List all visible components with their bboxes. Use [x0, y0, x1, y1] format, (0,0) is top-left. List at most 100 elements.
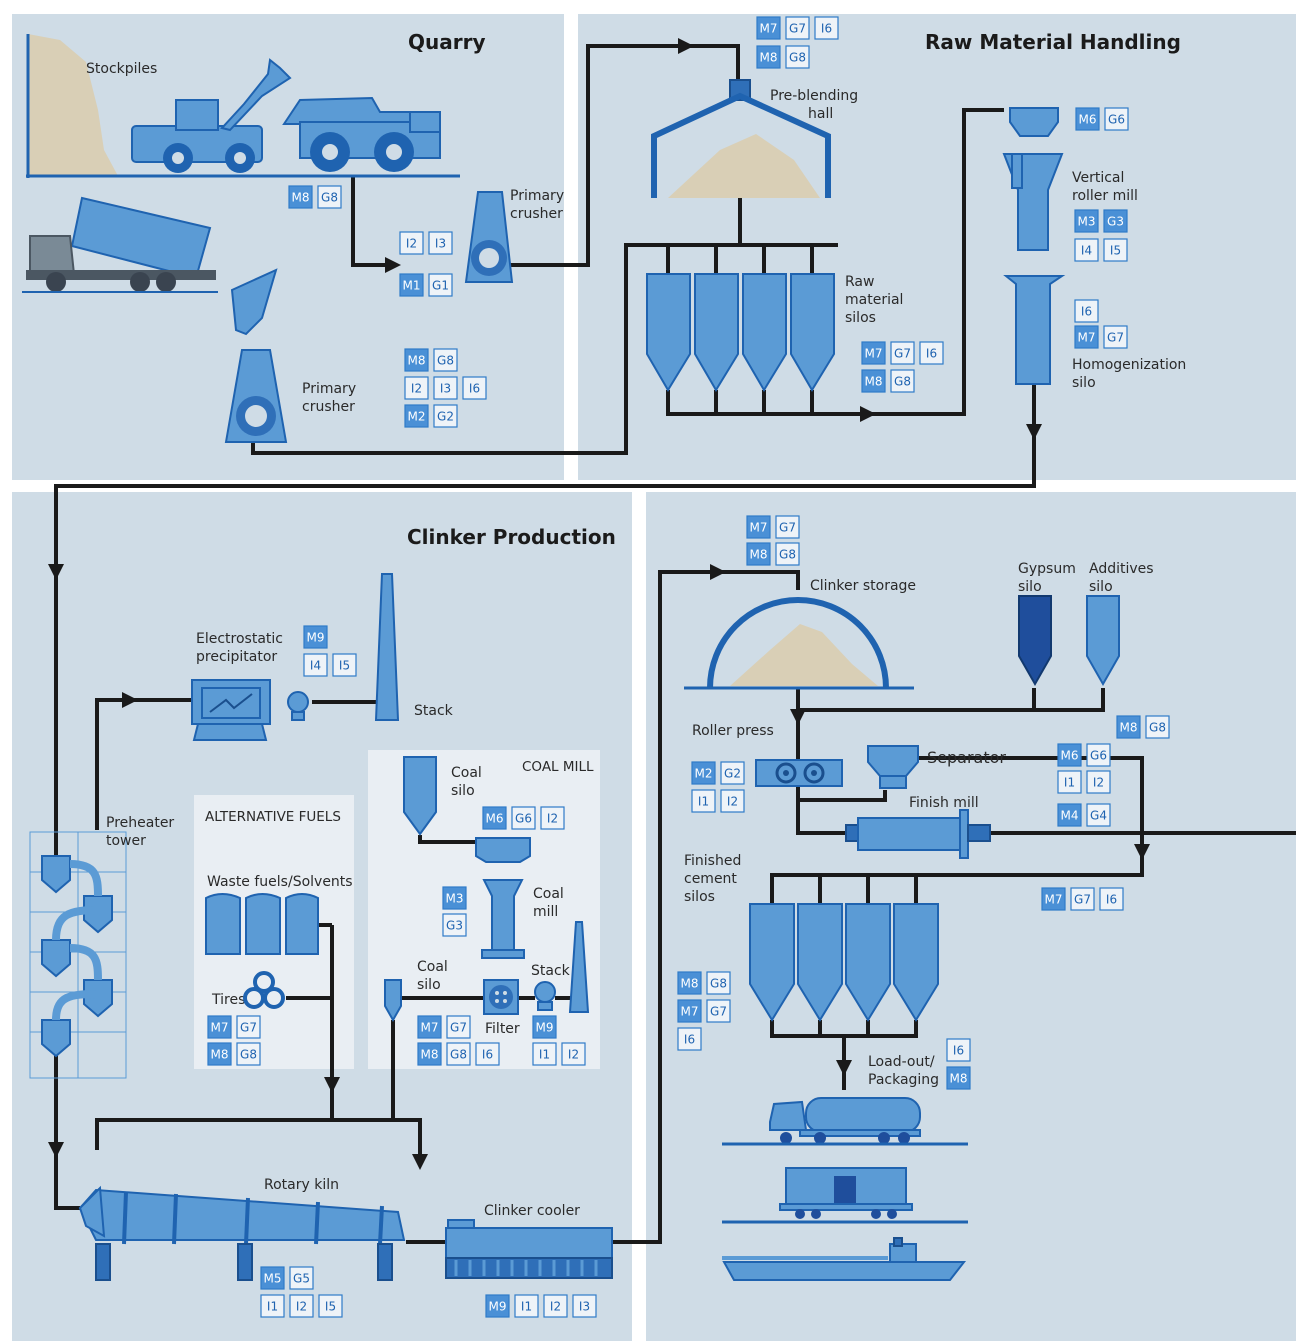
tag-label: M7 — [760, 22, 778, 36]
preheater-tower-label-line2: tower — [106, 833, 146, 849]
tag-i5: I5 — [318, 1294, 343, 1318]
tanker-truck-icon — [722, 1097, 968, 1146]
tag-label: I3 — [440, 382, 451, 396]
tag-m8: M8 — [756, 45, 781, 69]
gypsum-silo-icon — [1018, 595, 1052, 687]
tag-label: G8 — [240, 1048, 257, 1062]
tag-i2: I2 — [404, 376, 429, 400]
tag-label: G8 — [1149, 721, 1166, 735]
tag-label: I6 — [469, 382, 480, 396]
coal-silo-bottom-label-line1: Coal — [417, 959, 448, 975]
tag-g6: G6 — [1086, 743, 1111, 767]
tag-label: G6 — [515, 812, 532, 826]
tag-label: M8 — [950, 1072, 968, 1086]
tag-label: G3 — [1107, 215, 1124, 229]
tag-label: G7 — [779, 521, 796, 535]
tag-i2: I2 — [289, 1294, 314, 1318]
clinker-storage-label: Clinker storage — [810, 578, 916, 594]
tag-g3: G3 — [1103, 209, 1128, 233]
tag-label: M9 — [536, 1021, 554, 1035]
tag-g8: G8 — [890, 369, 915, 393]
coal-silo-top-icon — [403, 756, 437, 836]
tag-label: I4 — [1081, 244, 1092, 258]
tag-label: G2 — [724, 767, 741, 781]
primary-crusher-upper-icon — [464, 191, 514, 283]
tag-g7: G7 — [785, 16, 810, 40]
tag-i6: I6 — [814, 16, 839, 40]
stack-main-label: Stack — [414, 703, 454, 719]
electrostatic-precipitator-label-line1: Electrostatic — [196, 631, 283, 647]
tag-label: G7 — [789, 22, 806, 36]
vertical-roller-mill-label-line1: Vertical — [1072, 170, 1124, 186]
tag-g8: G8 — [446, 1042, 471, 1066]
tag-m7: M7 — [1074, 325, 1099, 349]
tag-i6: I6 — [475, 1042, 500, 1066]
tag-label: I1 — [539, 1048, 550, 1062]
rotary-kiln-icon — [78, 1185, 406, 1281]
tag-label: I6 — [926, 347, 937, 361]
tag-label: I1 — [267, 1300, 278, 1314]
tag-i2: I2 — [1086, 770, 1111, 794]
tag-m7: M7 — [417, 1015, 442, 1039]
tag-i4: I4 — [1074, 238, 1099, 262]
rotary-kiln-label: Rotary kiln — [264, 1177, 339, 1193]
tag-label: M8 — [681, 977, 699, 991]
tag-i2: I2 — [561, 1042, 586, 1066]
tag-m8: M8 — [207, 1042, 232, 1066]
stack-coal-label: Stack — [531, 963, 571, 979]
tag-label: I6 — [482, 1048, 493, 1062]
tag-label: I2 — [547, 812, 558, 826]
tag-m8: M8 — [288, 185, 313, 209]
tag-i1: I1 — [532, 1042, 557, 1066]
tag-m8: M8 — [417, 1042, 442, 1066]
tag-label: G7 — [894, 347, 911, 361]
tag-label: I5 — [339, 659, 350, 673]
tires-label: Tires — [211, 992, 245, 1008]
tag-g4: G4 — [1086, 803, 1111, 827]
raw-material-silos-label-line2: material — [845, 292, 903, 308]
tag-label: M8 — [1120, 721, 1138, 735]
separator-icon — [867, 745, 919, 789]
tag-label: M8 — [292, 191, 310, 205]
tag-m8: M8 — [404, 348, 429, 372]
tag-label: G7 — [710, 1005, 727, 1019]
coal-silo-top-label-line1: Coal — [451, 765, 482, 781]
tag-label: I2 — [296, 1300, 307, 1314]
tag-i3: I3 — [572, 1294, 597, 1318]
section-title-clinker-production: Clinker Production — [407, 525, 616, 549]
tag-label: M2 — [408, 410, 426, 424]
tag-m9: M9 — [303, 625, 328, 649]
tag-label: I2 — [550, 1300, 561, 1314]
coal-silo-top-label-line2: silo — [451, 783, 475, 799]
tag-label: M8 — [408, 354, 426, 368]
tag-label: G6 — [1090, 749, 1107, 763]
tag-label: G8 — [789, 51, 806, 65]
tag-i6: I6 — [1074, 299, 1099, 323]
waste-fuels-label: Waste fuels/Solvents — [207, 874, 353, 890]
tag-m7: M7 — [756, 16, 781, 40]
tag-i5: I5 — [1103, 238, 1128, 262]
tag-label: I5 — [1110, 244, 1121, 258]
tag-i3: I3 — [433, 376, 458, 400]
tag-label: I6 — [1106, 893, 1117, 907]
coal-fan-icon — [534, 981, 556, 1011]
tag-g8: G8 — [775, 542, 800, 566]
tag-g8: G8 — [236, 1042, 261, 1066]
alternative-fuels-title: ALTERNATIVE FUELS — [205, 809, 341, 825]
tag-label: G3 — [446, 919, 463, 933]
tag-label: M8 — [865, 375, 883, 389]
tag-label: M6 — [486, 812, 504, 826]
homogenization-silo-icon — [1003, 275, 1066, 385]
tag-label: M5 — [264, 1272, 282, 1286]
stockpiles-illustration — [26, 34, 460, 178]
tag-g6: G6 — [511, 806, 536, 830]
tag-label: M7 — [211, 1021, 229, 1035]
subpanel-coal-mill — [368, 750, 600, 1069]
tag-label: G7 — [1107, 331, 1124, 345]
tag-m8: M8 — [677, 971, 702, 995]
tag-m7: M7 — [746, 515, 771, 539]
tag-label: I6 — [821, 22, 832, 36]
tag-label: M7 — [750, 521, 768, 535]
tag-m4: M4 — [1057, 803, 1082, 827]
